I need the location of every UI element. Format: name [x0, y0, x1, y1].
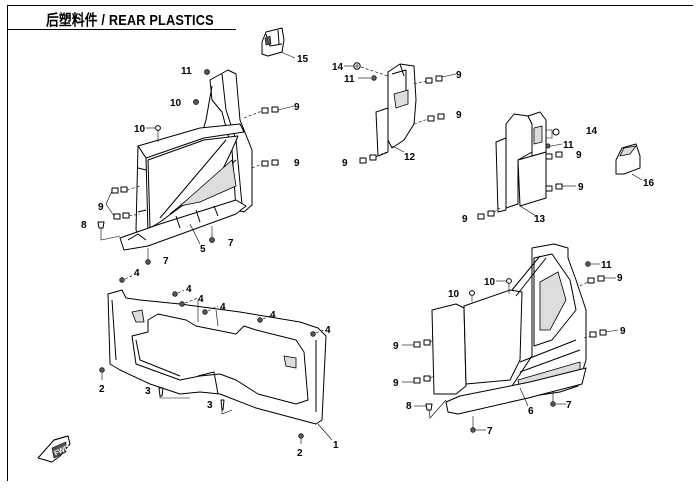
fastener-7-left-a[interactable] — [209, 226, 215, 243]
callout-14-center: 14 — [332, 62, 344, 73]
fastener-9-right-lower-b[interactable] — [583, 329, 619, 339]
fastener-3-b[interactable] — [220, 399, 233, 415]
callout-12: 12 — [404, 152, 416, 163]
callout-6: 6 — [528, 406, 534, 417]
frame-top-border — [7, 5, 693, 6]
callout-7-left-a: 7 — [228, 238, 234, 249]
fastener-11-center[interactable] — [358, 75, 377, 81]
part-16-cap[interactable] — [615, 143, 643, 181]
callout-11-left: 11 — [181, 66, 192, 77]
callout-9-center-bottom: 9 — [342, 158, 348, 169]
callout-4-c: 4 — [198, 294, 204, 305]
fastener-7-right-b[interactable] — [470, 416, 486, 433]
callout-9-left-upper: 9 — [294, 102, 300, 113]
callout-4-f: 4 — [325, 325, 331, 336]
fastener-8-left[interactable] — [97, 221, 121, 241]
callout-3-a: 3 — [145, 386, 151, 397]
callout-9-right-lower-a: 9 — [617, 273, 623, 284]
fastener-9-center-mid[interactable] — [413, 113, 445, 125]
fastener-7-right-a[interactable] — [550, 392, 566, 407]
fastener-10-left-front[interactable] — [146, 125, 161, 142]
fastener-9-left-front-a[interactable] — [111, 185, 141, 194]
callout-9-right-top: 9 — [576, 150, 582, 161]
fastener-9-right-lower-d[interactable] — [402, 375, 435, 384]
fastener-9-right-lower-a[interactable] — [579, 275, 616, 287]
callout-2-left: 2 — [99, 384, 105, 395]
fastener-14-center[interactable] — [344, 62, 389, 77]
fastener-2-bottom[interactable] — [298, 433, 304, 444]
callout-9-right-mid: 9 — [578, 182, 584, 193]
callout-1: 1 — [333, 440, 339, 451]
fastener-9-right-mid[interactable] — [545, 183, 576, 192]
fastener-4-a[interactable] — [119, 273, 137, 283]
callout-11-right-lower: 11 — [601, 260, 612, 271]
part-15-cap[interactable] — [261, 27, 296, 59]
callout-10-left-front: 10 — [134, 124, 146, 135]
part-6-right-side-panel[interactable] — [431, 243, 587, 415]
callout-9-left-mid: 9 — [294, 158, 300, 169]
fastener-10-right-b[interactable] — [469, 290, 475, 302]
callout-7-right-a: 7 — [566, 400, 572, 411]
fastener-7-left-b[interactable] — [145, 248, 151, 265]
callout-7-left-b: 7 — [163, 256, 169, 267]
fastener-9-right-bottom[interactable] — [477, 207, 501, 220]
fastener-8-right[interactable] — [414, 399, 447, 419]
fastener-9-left-mid[interactable] — [251, 159, 279, 169]
callout-5: 5 — [200, 244, 206, 255]
callout-13: 13 — [534, 214, 546, 225]
forward-direction-arrow — [37, 435, 71, 463]
frame-left-border — [7, 5, 8, 481]
fastener-9-center-top[interactable] — [413, 73, 457, 85]
fastener-4-e[interactable] — [257, 315, 271, 323]
fastener-10-right-a[interactable] — [496, 278, 512, 294]
callout-4-d: 4 — [220, 302, 226, 313]
callout-7-right-b: 7 — [487, 426, 493, 437]
fastener-11-left[interactable] — [204, 69, 210, 75]
page-title: 后塑料件 / REAR PLASTICS — [46, 12, 214, 29]
callout-9-right-lower-b: 9 — [620, 326, 626, 337]
callout-4-b: 4 — [186, 284, 192, 295]
callout-16: 16 — [643, 178, 655, 189]
fastener-4-f[interactable] — [310, 329, 325, 337]
callout-9-center-top: 9 — [456, 70, 462, 81]
fastener-4-c[interactable] — [179, 297, 199, 322]
fastener-9-center-bottom[interactable] — [359, 151, 387, 164]
fastener-4-b[interactable] — [172, 289, 185, 297]
callout-8-right: 8 — [406, 401, 412, 412]
fastener-11-right[interactable] — [545, 143, 563, 149]
callout-14-right: 14 — [586, 126, 598, 137]
callout-11-center: 11 — [344, 74, 355, 85]
fastener-9-left-front-b[interactable] — [105, 190, 141, 220]
part-1-rear-panel[interactable] — [107, 289, 333, 441]
fastener-9-right-top[interactable] — [545, 151, 563, 160]
fastener-3-a[interactable] — [158, 387, 190, 399]
part-13-right-bracket[interactable] — [495, 111, 547, 217]
fastener-2-left[interactable] — [99, 367, 105, 380]
callout-4-e: 4 — [270, 310, 276, 321]
fastener-9-left-upper[interactable] — [243, 105, 295, 119]
fastener-9-right-lower-c[interactable] — [402, 339, 435, 348]
callout-9-right-lower-c: 9 — [393, 341, 399, 352]
callout-15: 15 — [297, 54, 309, 65]
callout-9-right-bottom: 9 — [462, 214, 468, 225]
fastener-11-right-lower[interactable] — [585, 261, 600, 267]
callout-10-right-b: 10 — [448, 289, 460, 300]
fastener-4-d[interactable] — [202, 305, 219, 327]
callout-9-left-front: 9 — [98, 202, 104, 213]
title-underline — [7, 29, 236, 30]
callout-10-right-a: 10 — [484, 277, 496, 288]
callout-8-left: 8 — [81, 220, 87, 231]
callout-11-right: 11 — [563, 140, 574, 151]
part-12-center-bracket[interactable] — [375, 63, 417, 157]
part-5-left-side-panel[interactable] — [119, 69, 253, 251]
fastener-10-left-top[interactable] — [193, 99, 199, 105]
callout-9-right-lower-d: 9 — [393, 378, 399, 389]
callout-4-a: 4 — [134, 268, 140, 279]
callout-10-left-top: 10 — [170, 98, 182, 109]
callout-3-b: 3 — [207, 400, 213, 411]
callout-2-bottom: 2 — [297, 448, 303, 459]
fastener-14-right[interactable] — [546, 128, 560, 139]
callout-9-center-mid: 9 — [456, 110, 462, 121]
